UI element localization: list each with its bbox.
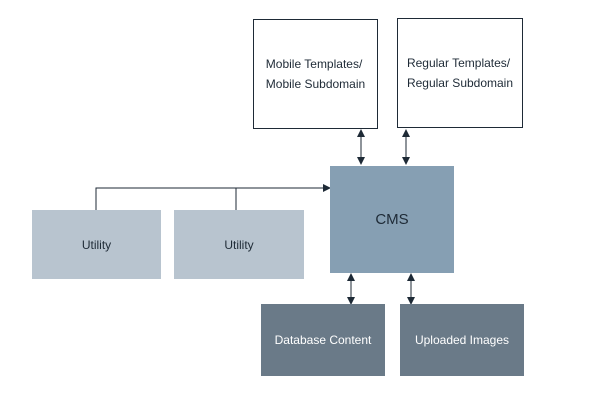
utility-right-label: Utility xyxy=(224,237,254,252)
cms-label: CMS xyxy=(375,211,409,228)
mobile-templates-line1: Mobile Templates/ xyxy=(265,57,363,71)
cms-box: CMS xyxy=(330,166,454,273)
mobile-templates-box: Mobile Templates/ Mobile Subdomain xyxy=(253,19,378,129)
uploaded-images-box: Uploaded Images xyxy=(400,304,524,376)
regular-templates-line2: Regular Subdomain xyxy=(406,76,514,90)
regular-templates-line1: Regular Templates/ xyxy=(406,56,511,70)
utility-box-left: Utility xyxy=(32,210,161,279)
connector-utilities-cms xyxy=(95,184,331,210)
uploaded-images-label: Uploaded Images xyxy=(414,333,510,347)
utility-left-label: Utility xyxy=(81,237,112,252)
database-content-label: Database Content xyxy=(274,333,372,347)
mobile-templates-line2: Mobile Subdomain xyxy=(265,77,366,91)
database-content-box: Database Content xyxy=(261,304,385,376)
utility-box-right: Utility xyxy=(174,210,304,279)
regular-templates-box: Regular Templates/ Regular Subdomain xyxy=(397,18,523,128)
